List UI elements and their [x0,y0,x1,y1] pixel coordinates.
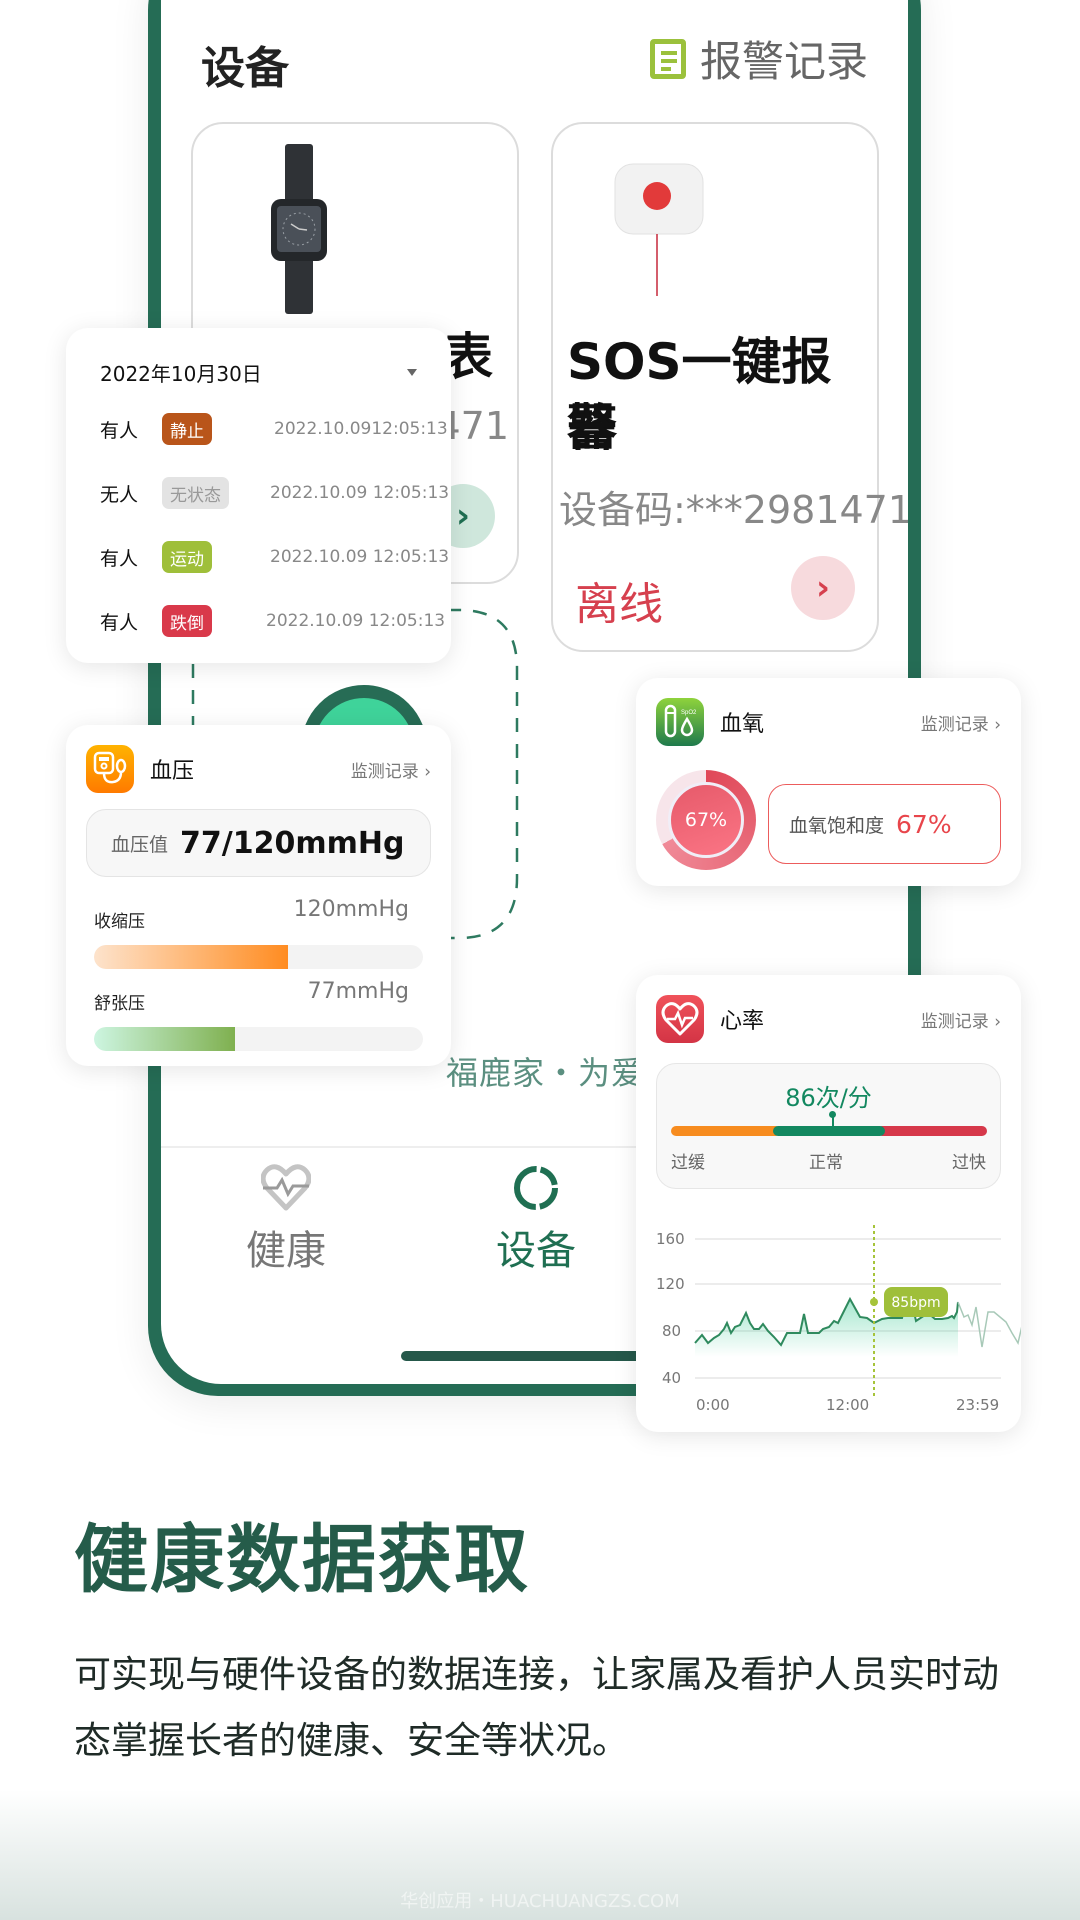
gauge-pointer-dot [829,1111,836,1118]
tab-device[interactable]: 设备 [436,1160,636,1276]
chevron-right-icon: › [815,568,830,608]
heart-rate-chart: 160 120 80 40 0:00 12:00 23:59 85bpm [656,1225,1021,1414]
device-card-sos[interactable]: SOS一键报警 器 设备码:***2981471 离线 › [551,122,908,652]
sos-detail-button[interactable]: › [791,556,855,620]
x-tick: 12:00 [826,1396,869,1414]
section-title: 健康数据获取 [74,1517,530,1603]
oxygen-ring-gauge: 67% [656,770,756,870]
y-tick: 80 [662,1322,681,1340]
monitor-record-link[interactable]: 监测记录 › [920,1011,1001,1032]
device-name-line1: SOS一键报警 [567,333,832,457]
card-title: 血压 [150,759,195,784]
watermark: 华创应用・HUACHUANGZS.COM [400,1891,680,1912]
device-name: 表 [443,328,493,386]
presence-label: 有人 [100,419,139,442]
tooltip-value: 85bpm [891,1295,940,1311]
tooltip-bubble [884,1287,948,1317]
heart-rate-card: 心率 监测记录 › 86次/分 过缓 正常 过快 160 120 80 [636,975,1021,1432]
saturation-box: 血氧饱和度 67% [768,784,1001,864]
y-tick: 120 [656,1275,685,1293]
status-tag: 无状态 [162,477,229,509]
gauge-fast-segment [877,1126,987,1136]
gauge-slow-segment [671,1126,781,1136]
device-ring-icon [514,1166,558,1210]
document-list-icon [649,38,686,79]
status-time: 2022.10.0912:05:13 [274,419,448,439]
date-label: 2022年10月30日 [100,361,262,386]
device-status-offline: 离线 [575,579,663,630]
systolic-bar-fill [94,945,289,969]
status-row: 无人 无状态 2022.10.09 12:05:13 [100,476,449,510]
status-time: 2022.10.09 12:05:13 [270,483,450,503]
status-time: 2022.10.09 12:05:13 [270,547,450,567]
bp-value: 77/120mmHg [180,825,405,861]
systolic-value: 120mmHg [293,897,409,922]
blood-oxygen-card: SpO2 血氧 监测记录 › 67% 血氧饱和度 67% [636,678,1021,886]
tab-health-label: 健康 [246,1228,326,1274]
systolic-label: 收缩压 [94,912,145,932]
alarm-record-link[interactable]: 报警记录 [649,28,868,89]
status-time: 2022.10.09 12:05:13 [266,611,446,631]
status-tag: 静止 [162,413,212,445]
card-title: 心率 [720,1009,765,1034]
blood-pressure-icon [86,745,134,793]
tab-health[interactable]: 健康 [186,1160,386,1276]
status-log-card: 2022年10月30日 有人 静止 2022.10.0912:05:13 无人 … [66,328,451,663]
saturation-value: 67% [896,809,952,839]
bp-value-label: 血压值 [111,833,169,856]
heart-rate-value: 86次/分 [785,1084,872,1112]
tab-bar: 健康 设备 [161,1146,908,1326]
tab-device-label: 设备 [496,1228,576,1274]
device-name-line2: 器 [567,398,617,456]
home-indicator[interactable] [401,1351,701,1361]
heart-rate-icon [656,995,704,1043]
presence-label: 无人 [100,483,139,506]
y-tick: 160 [656,1230,685,1248]
status-row: 有人 静止 2022.10.0912:05:13 [100,412,448,446]
monitor-record-link[interactable]: 监测记录 › [350,761,431,782]
gauge-normal-segment [773,1126,885,1136]
oxygen-ring-value: 67% [668,782,744,858]
x-tick: 23:59 [956,1396,999,1414]
saturation-label: 血氧饱和度 [789,814,885,837]
card-title: 血氧 [720,712,765,737]
gauge-pointer [832,1114,834,1128]
diastolic-bar [94,1027,423,1051]
status-tag: 跌倒 [162,605,212,637]
status-row: 有人 跌倒 2022.10.09 12:05:13 [100,604,445,638]
x-tick: 0:00 [696,1396,730,1414]
status-tag: 运动 [162,541,212,573]
sos-button-image [614,163,704,296]
chevron-right-icon: › [455,496,470,536]
blood-pressure-card: 血压 监测记录 › 血压值 77/120mmHg 收缩压 120mmHg 舒张压… [66,725,451,1066]
gauge-label-slow: 过缓 [671,1153,705,1173]
diastolic-label: 舒张压 [94,994,145,1014]
presence-label: 有人 [100,611,139,634]
heart-rate-gauge: 86次/分 过缓 正常 过快 [656,1063,1001,1189]
status-row: 有人 运动 2022.10.09 12:05:13 [100,540,449,574]
blood-oxygen-icon: SpO2 [656,698,704,746]
device-code: 设备码:***2981471 [559,488,908,532]
bp-value-box: 血压值 77/120mmHg [86,809,431,877]
gauge-label-normal: 正常 [809,1153,843,1173]
diastolic-value: 77mmHg [307,979,409,1004]
y-tick: 40 [662,1369,681,1387]
smart-watch-image [271,144,327,314]
systolic-bar [94,945,423,969]
monitor-record-link[interactable]: 监测记录 › [920,714,1001,735]
section-body: 可实现与硬件设备的数据连接，让家属及看护人员实时动态掌握长者的健康、安全等状况。 [74,1653,999,1762]
heart-pulse-icon [261,1164,311,1211]
page-title: 设备 [201,43,289,94]
presence-label: 有人 [100,547,139,570]
caret-down-icon [407,368,417,376]
gauge-label-fast: 过快 [952,1153,986,1173]
diastolic-bar-fill [94,1027,236,1051]
date-selector[interactable]: 2022年10月30日 [100,352,417,392]
alarm-record-label: 报警记录 [699,37,868,86]
svg-text:SpO2: SpO2 [681,710,697,716]
